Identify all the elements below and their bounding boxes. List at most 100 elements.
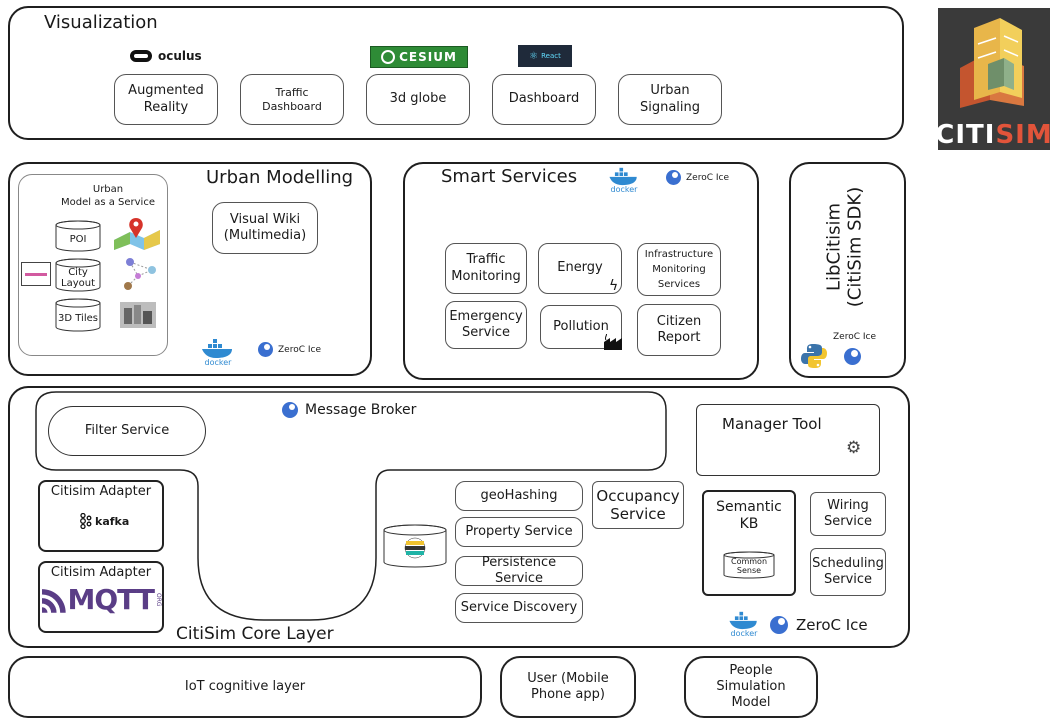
libcitisim-panel [789, 162, 906, 378]
common-sense-label: Common Sense [730, 557, 768, 575]
mqtt-waves-icon [42, 589, 66, 613]
3d-globe-box: 3d globe [366, 74, 470, 125]
pollution-factory-icon [604, 334, 622, 350]
indoor-map-thumbnail [21, 262, 51, 286]
infrastructure-monitoring-box: Infrastructure Monitoring Services [637, 243, 721, 296]
city-layout-layer: City Layout [54, 258, 102, 292]
citisim-wordmark-a: CITI [935, 120, 996, 150]
geohashing-box: geoHashing [455, 481, 583, 511]
oculus-logo: oculus [130, 46, 220, 66]
oculus-icon [130, 50, 152, 62]
iot-cognitive-layer-box: IoT cognitive layer [8, 656, 482, 718]
docker-whale-icon [609, 167, 637, 186]
core-zeroc-label: ZeroC Ice [796, 616, 868, 634]
city-layout-label: City Layout [61, 267, 95, 289]
dashboard-box: Dashboard [492, 74, 596, 125]
citisim-wordmark-b: SIM [995, 120, 1051, 150]
traffic-dashboard-box: Traffic Dashboard [240, 74, 344, 125]
map-pin-icon [114, 218, 160, 250]
urban-zeroc-label: ZeroC Ice [278, 344, 321, 355]
3d-city-thumbnail [120, 302, 156, 328]
user-mobile-app-box: User (Mobile Phone app) [500, 656, 636, 718]
property-service-box: Property Service [455, 517, 583, 547]
libcitisim-subtitle: (CitiSim SDK) [844, 186, 865, 308]
core-layer-title: CitiSim Core Layer [176, 624, 334, 644]
libcitisim-title-block: LibCitisim (CitiSim SDK) [790, 172, 900, 322]
urban-modelling-title: Urban Modelling [206, 167, 354, 188]
kafka-icon [80, 513, 92, 529]
kafka-label: kafka [95, 514, 130, 528]
urban-zeroc-logo: ZeroC Ice [258, 342, 321, 357]
message-broker-label: Message Broker [305, 402, 417, 418]
react-icon: ⚛ [529, 50, 539, 62]
mqtt-adapter-box [38, 561, 164, 633]
common-sense-db: Common Sense [722, 551, 776, 579]
scheduling-service-box: Scheduling Service [810, 548, 886, 596]
filter-service-box: Filter Service [48, 406, 206, 456]
smart-services-title: Smart Services [441, 166, 578, 187]
poi-layer: POI [54, 220, 102, 252]
traffic-monitoring-box: Traffic Monitoring [445, 243, 527, 294]
semantic-kb-label: Semantic KB [716, 498, 782, 533]
energy-bolt-icon: ϟ [609, 278, 619, 294]
docker-whale-icon [202, 339, 232, 358]
kafka-adapter-title: Citisim Adapter [50, 483, 152, 499]
urban-model-service-title: Urban Model as a Service [61, 184, 155, 208]
libcitisim-title: LibCitisim [823, 203, 845, 292]
react-logo: ⚛ React [518, 45, 572, 67]
service-discovery-box: Service Discovery [455, 593, 583, 623]
core-docker-logo: docker [724, 610, 764, 642]
core-docker-label: docker [730, 629, 758, 638]
3d-tiles-layer: 3D Tiles [54, 298, 102, 332]
citizen-report-box: Citizen Report [637, 304, 721, 356]
smart-docker-logo: docker [604, 166, 644, 198]
smart-zeroc-label: ZeroC Ice [686, 172, 729, 183]
python-icon [801, 344, 827, 368]
3d-tiles-label: 3D Tiles [58, 312, 98, 324]
visual-wiki-box: Visual Wiki (Multimedia) [212, 202, 318, 254]
react-label: React [541, 52, 561, 60]
urban-model-service-box [18, 174, 168, 356]
database-cylinder-icon [723, 551, 775, 579]
kafka-logo: kafka [78, 513, 129, 529]
docker-whale-icon [729, 611, 757, 630]
database-cylinder-icon [55, 258, 101, 292]
message-broker-label-group: Message Broker [282, 402, 416, 418]
urban-docker-logo: docker [198, 337, 238, 371]
smart-docker-label: docker [610, 185, 638, 194]
urban-docker-label: docker [204, 358, 232, 367]
mqtt-label: MQTT [67, 583, 155, 616]
database-cylinder-icon [55, 220, 101, 252]
semantic-kb-box [702, 490, 796, 596]
kafka-adapter-box [38, 480, 164, 552]
augmented-reality-box: Augmented Reality [114, 74, 218, 125]
zeroc-ice-icon [282, 402, 298, 418]
zeroc-ice-icon [258, 342, 273, 357]
oculus-label: oculus [158, 49, 202, 63]
people-simulation-model-box: People Simulation Model [684, 656, 818, 718]
visualization-title: Visualization [44, 12, 158, 33]
urban-signaling-box: Urban Signaling [618, 74, 722, 125]
mqtt-adapter-title: Citisim Adapter [50, 564, 152, 580]
lib-zeroc-label: ZeroC Ice [833, 332, 876, 342]
citisim-building-icon [960, 18, 1024, 108]
emergency-service-box: Emergency Service [445, 301, 527, 349]
wiring-service-box: Wiring Service [810, 492, 886, 536]
cesium-icon [381, 50, 396, 64]
manager-tool-label: Manager Tool [722, 415, 822, 433]
occupancy-service-box: Occupancy Service [592, 481, 684, 529]
zeroc-ice-icon [770, 616, 788, 634]
cesium-label: CESIUM [399, 50, 457, 64]
gears-icon: ⚙ [846, 438, 862, 458]
energy-box: Energy [538, 243, 622, 294]
graph-nodes-icon [124, 258, 156, 290]
poi-label: POI [69, 233, 87, 245]
manager-tool-box [696, 404, 880, 476]
zeroc-ice-icon [666, 170, 681, 185]
elasticsearch-database-icon [383, 524, 447, 568]
database-cylinder-icon [55, 298, 101, 332]
smart-zeroc-logo: ZeroC Ice [666, 170, 729, 185]
zeroc-ice-icon [844, 348, 861, 365]
mqtt-org-label: ORG [155, 593, 162, 607]
